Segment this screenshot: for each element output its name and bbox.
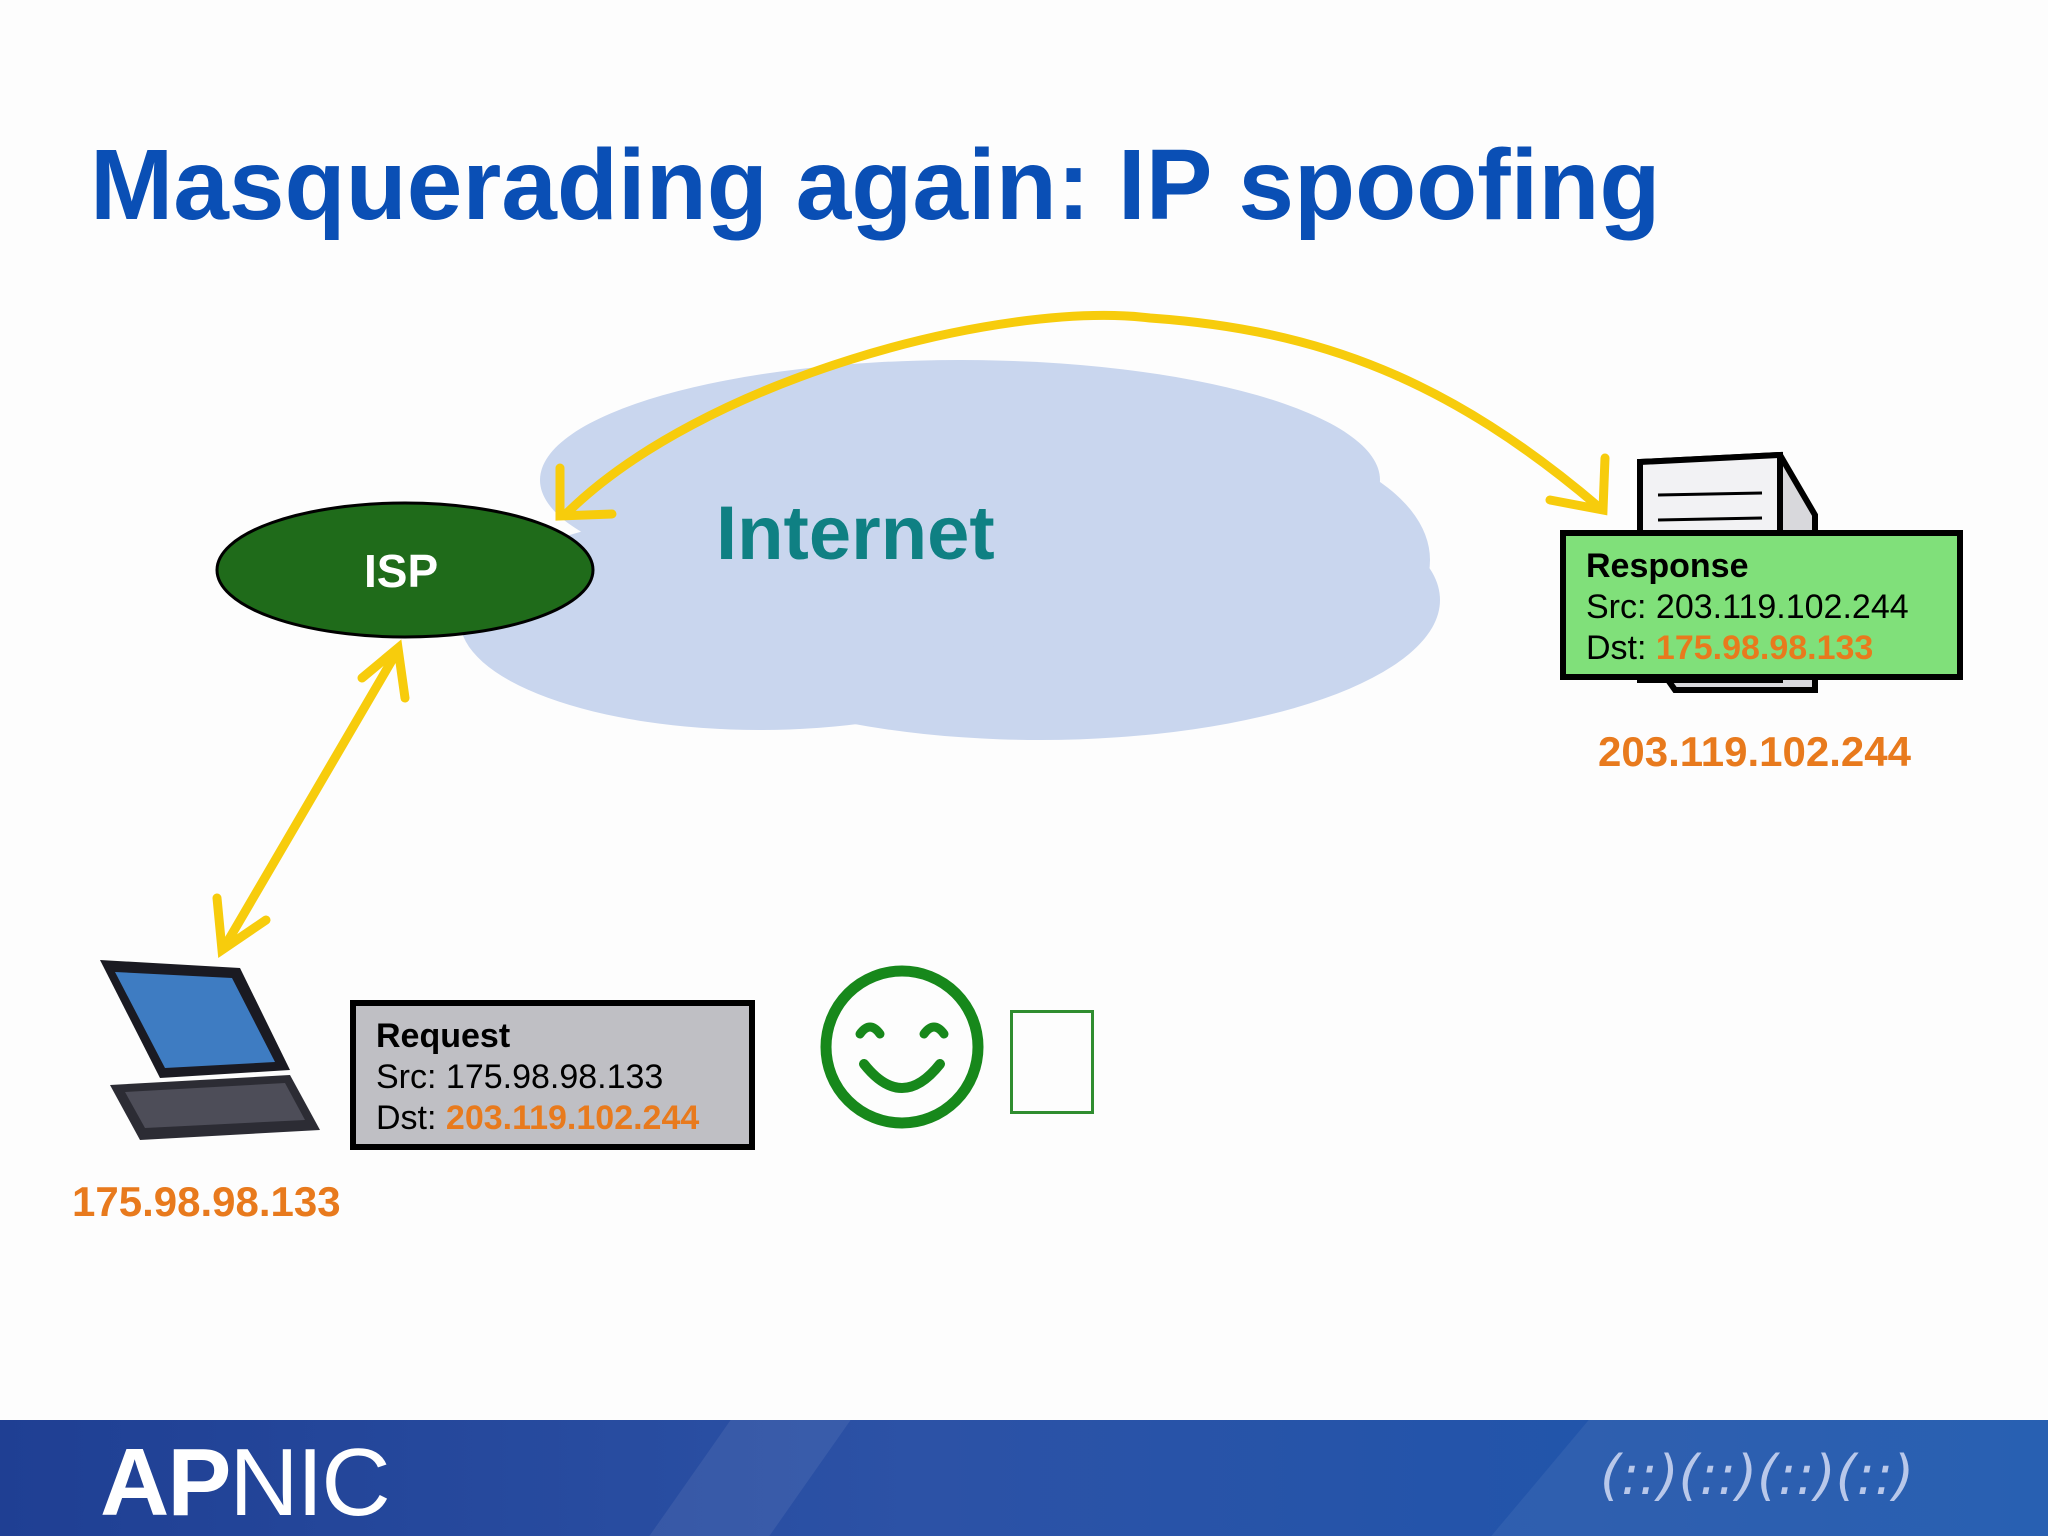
footer-banner: APNIC (::)(::)(::)(::) [0,1420,2048,1536]
response-dst-line: Dst: 175.98.98.133 [1586,628,1937,669]
arrow-isp-laptop [212,639,410,959]
request-heading: Request [376,1017,511,1055]
logo-bold-part: AP [100,1429,231,1536]
internet-label: Internet [716,491,995,576]
tablet-keyboard-icon [100,960,320,1140]
request-dst-prefix: Dst: [376,1099,437,1137]
slide-title: Masquerading again: IP spoofing [90,129,1661,241]
smiley-face-icon [820,965,984,1129]
response-src-value: 203.119.102.244 [1655,588,1909,626]
response-src-line: Src: 203.119.102.244 [1586,587,1937,628]
apnic-logo: APNIC [100,1428,391,1536]
missing-glyph-box [1010,1010,1094,1114]
arrow-isp-server [555,311,1610,521]
response-dst-prefix: Dst: [1586,629,1647,667]
request-src-prefix: Src: [376,1058,437,1096]
request-dst-line: Dst: 203.119.102.244 [376,1098,729,1139]
apnic-decorative-mark: (::)(::)(::)(::) [1600,1444,1915,1507]
laptop-ip-address: 175.98.98.133 [72,1178,341,1225]
server-ip-address: 203.119.102.244 [1598,728,1911,775]
internet-cloud [460,360,1440,740]
response-dst-value: 175.98.98.133 [1655,629,1874,667]
response-heading: Response [1586,547,1749,585]
request-src-value: 175.98.98.133 [445,1058,664,1096]
request-src-line: Src: 175.98.98.133 [376,1057,729,1098]
isp-label: ISP [364,545,439,597]
logo-thin-part: NIC [229,1429,390,1536]
request-packet: Request Src: 175.98.98.133 Dst: 203.119.… [350,1000,755,1150]
isp-node [215,501,595,639]
response-src-prefix: Src: [1586,588,1647,626]
response-packet: Response Src: 203.119.102.244 Dst: 175.9… [1560,530,1963,680]
footer-stripe [649,1420,851,1536]
request-dst-value: 203.119.102.244 [445,1099,700,1137]
